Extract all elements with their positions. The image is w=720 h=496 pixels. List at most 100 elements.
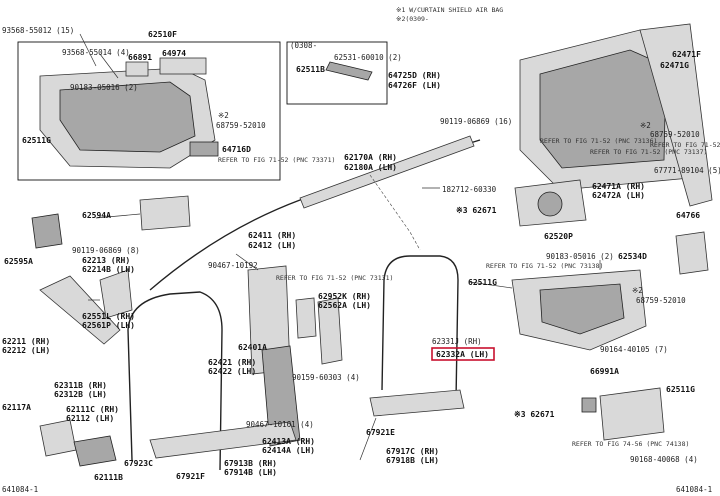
- part-64974[interactable]: [159, 57, 207, 75]
- part-label: 90119-06869 (16): [440, 117, 512, 126]
- highlighted-part-label[interactable]: 62332A (LH): [436, 350, 489, 359]
- part-label: 62511G: [22, 136, 51, 145]
- part-label: 62312B (LH): [54, 390, 107, 399]
- part-label: 90467-10161 (4): [246, 420, 314, 429]
- part-label: 62520P: [544, 232, 573, 241]
- part-label: 90164-40105 (7): [600, 345, 668, 354]
- part-label: 66991A: [590, 367, 619, 376]
- part-label: 62551L (RH): [82, 312, 135, 321]
- header-note-2: ※2(0309-: [396, 15, 429, 23]
- clip-62511g[interactable]: [581, 397, 597, 413]
- part-label: 62511B: [296, 65, 325, 74]
- part-label: 68759-52010: [650, 130, 700, 139]
- reference-notes: REFER TO FIG 71-52 (PNC 73371) REFER TO …: [218, 137, 720, 448]
- part-label: 67771-89104 (5): [654, 166, 720, 175]
- leader: [235, 253, 259, 271]
- cowl-side-62111c[interactable]: [39, 419, 77, 457]
- leader: [359, 417, 377, 461]
- part-label: 93568-55012 (15): [2, 26, 74, 35]
- part-label: 67921E: [366, 428, 395, 437]
- jack-cover-66991a[interactable]: [599, 387, 665, 441]
- leader-lines: [88, 187, 601, 461]
- assist-grip-62594a[interactable]: [139, 195, 191, 231]
- scuff-plate-67917c[interactable]: [369, 389, 465, 417]
- part-label: 62111C (RH): [66, 405, 119, 414]
- part-label: 62510F: [148, 30, 177, 39]
- part-label: 62412 (LH): [248, 241, 296, 250]
- part-label: 90183-05016 (2): [70, 83, 138, 92]
- part-label: 62595A: [4, 257, 33, 266]
- part-label: ※2: [218, 111, 229, 120]
- scuff-plate-67913b[interactable]: [149, 421, 297, 459]
- part-label: 62511G: [666, 385, 695, 394]
- part-label: 62531-60010 (2): [334, 53, 402, 62]
- part-label: 90168-40068 (4): [630, 455, 698, 464]
- part-label: 67917C (RH): [386, 447, 439, 456]
- inset-box-note: (0308-: [290, 41, 317, 50]
- belt-guide-62401a[interactable]: [295, 297, 317, 339]
- leader: [95, 213, 141, 219]
- part-label: 90159-60303 (4): [292, 373, 360, 382]
- part-label: 62472A (LH): [592, 191, 645, 200]
- part-label: 62413A (RH): [262, 437, 315, 446]
- bracket-62117a[interactable]: [73, 435, 117, 467]
- part-label: 67923C: [124, 459, 153, 468]
- part-label: 90119-06869 (8): [72, 246, 140, 255]
- part-label: 62511G: [468, 278, 497, 287]
- center-pillar-lower-62413a[interactable]: [261, 345, 301, 447]
- part-66891[interactable]: [125, 61, 149, 77]
- part-label: 68759-52010: [216, 121, 266, 130]
- part-label: ※2: [640, 121, 651, 130]
- leader: [99, 53, 119, 79]
- part-label: 62180A (LH): [344, 163, 397, 172]
- part-64766[interactable]: [675, 231, 709, 275]
- part-label: 62421 (RH): [208, 358, 256, 367]
- curtain-airbag-62170a[interactable]: [299, 135, 475, 209]
- part-label: ※3 62671: [456, 206, 497, 215]
- part-label: 62561P (LH): [82, 321, 135, 330]
- part-label: 62211 (RH): [2, 337, 50, 346]
- part-label: 93568-55014 (4): [62, 48, 130, 57]
- reference-note: REFER TO FIG 74-56 (PNC 74138): [572, 440, 689, 448]
- part-label: 62411 (RH): [248, 231, 296, 240]
- part-label: 66891: [128, 53, 152, 62]
- part-label: 62471G: [660, 61, 689, 70]
- garnish-62952k[interactable]: [317, 297, 343, 365]
- reference-note: REFER TO FIG 71-52 (PNC 73137): [590, 148, 707, 156]
- cap-62595a[interactable]: [31, 213, 63, 249]
- part-labels: 93568-55012 (15) 62510F 93568-55014 (4) …: [2, 26, 720, 482]
- part-label: ※2: [632, 286, 643, 295]
- reference-note: REFER TO FIG 71-52 (PNC 73131): [276, 274, 393, 282]
- speaker-icon: [537, 191, 563, 217]
- part-label: 64716D: [222, 145, 251, 154]
- inset-box-rear-trim: [17, 41, 281, 181]
- rear-pillar-62471f[interactable]: [639, 23, 713, 207]
- part-label: 64974: [162, 49, 186, 58]
- part-label: 62471F: [672, 50, 701, 59]
- part-label: 62117A: [2, 403, 31, 412]
- rear-door-opening-trim-62331j[interactable]: [381, 255, 459, 401]
- reference-note: REFER TO FIG 71-52 (PNC 73188): [650, 141, 720, 149]
- front-pillar-garnish-62211[interactable]: [39, 275, 121, 345]
- front-door-opening-trim-62311b[interactable]: [127, 291, 223, 471]
- part-label: 64766: [676, 211, 700, 220]
- part-label: 62213 (RH): [82, 256, 130, 265]
- clip-62531[interactable]: [325, 61, 373, 81]
- part-label: 62111B: [94, 473, 123, 482]
- reference-note: REFER TO FIG 71-52 (PNC 73136): [540, 137, 657, 145]
- part-label: 182712-60330: [442, 185, 497, 194]
- part-label: 62401A: [238, 343, 267, 352]
- inset-box-62511b: [286, 41, 388, 105]
- part-label: 68759-52010: [636, 296, 686, 305]
- part-label: 62471A (RH): [592, 182, 645, 191]
- part-label: 62534D: [618, 252, 647, 261]
- part-label: ※3 62671: [514, 410, 555, 419]
- footer-left: 641084-1: [2, 485, 38, 494]
- part-label: 67913B (RH): [224, 459, 277, 468]
- airbag-harness: [369, 174, 421, 251]
- garnish-62213[interactable]: [99, 269, 133, 319]
- part-label: 62212 (LH): [2, 346, 50, 355]
- part-label: 62952K (RH): [318, 292, 371, 301]
- part-64716d[interactable]: [189, 141, 219, 157]
